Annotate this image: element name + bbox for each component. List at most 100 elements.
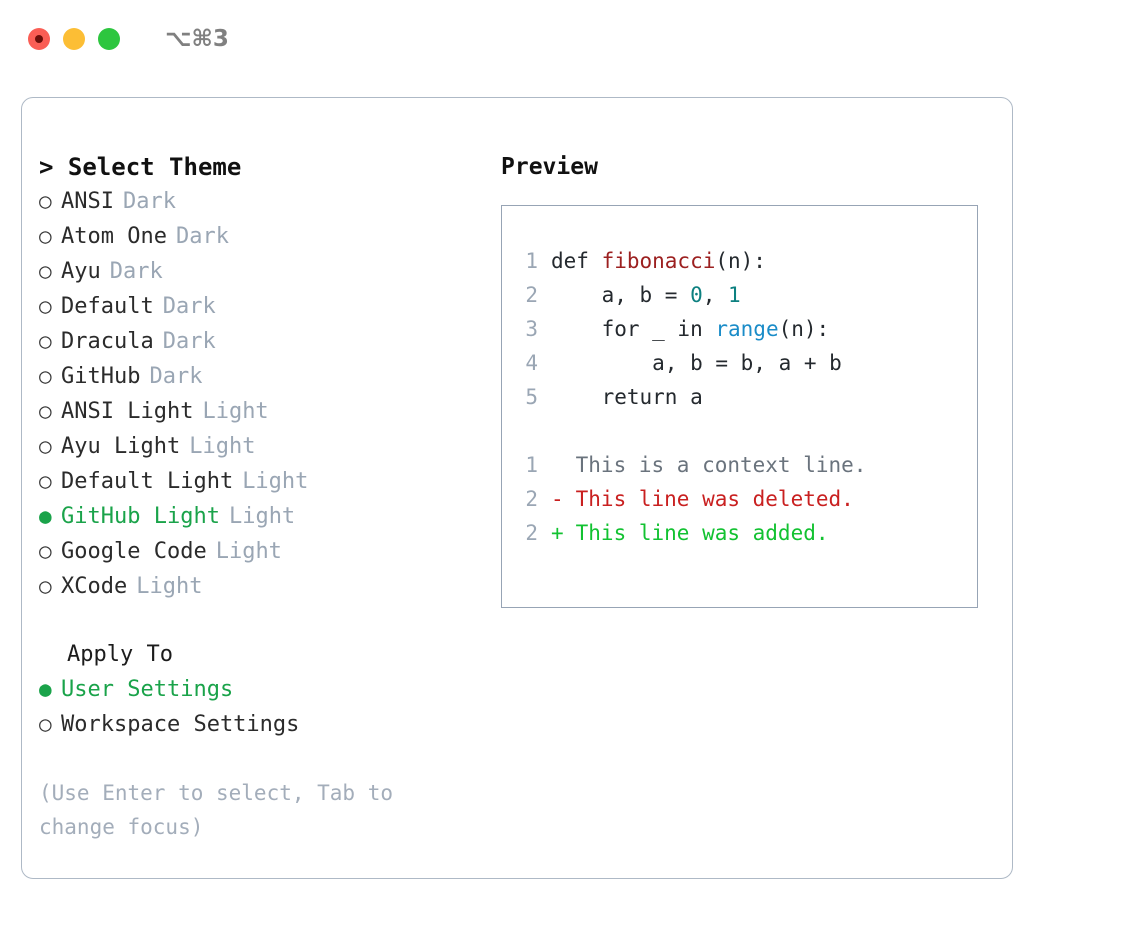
diff-marker	[551, 448, 563, 482]
theme-option-google-code[interactable]: ○ Google Code Light	[39, 534, 479, 569]
radio-empty-icon: ○	[39, 434, 52, 458]
theme-option-label: ANSI	[61, 189, 114, 214]
diff-line-text: This is a context line.	[563, 453, 867, 477]
diff-line-number: 2	[525, 521, 538, 545]
diff-line-text: This line was added.	[563, 521, 829, 545]
code-line-number: 5	[525, 385, 538, 409]
code-line-number: 2	[525, 283, 538, 307]
title-bar: ⌥⌘3	[0, 0, 1140, 78]
radio-empty-icon: ○	[39, 329, 52, 353]
theme-option-label: Ayu Light	[61, 434, 181, 459]
code-token-number: 1	[728, 283, 741, 307]
theme-option-kind: Dark	[122, 189, 176, 214]
diff-marker: +	[551, 521, 564, 545]
maximize-button-icon[interactable]	[98, 28, 120, 50]
apply-to-option-workspace-settings[interactable]: ○ Workspace Settings	[39, 707, 479, 742]
code-line-number: 4	[525, 351, 538, 375]
code-token-number: 0	[690, 283, 703, 307]
code-token-plain: return a	[551, 385, 703, 409]
code-line: 5 return a	[516, 380, 977, 414]
theme-option-atom-one[interactable]: ○ Atom One Dark	[39, 219, 479, 254]
theme-option-label: GitHub Light	[61, 504, 220, 529]
diff-line-context: 1 This is a context line.	[516, 448, 977, 482]
diff-line-added: 2 + This line was added.	[516, 516, 977, 550]
keyboard-shortcut-label: ⌥⌘3	[165, 26, 229, 52]
code-token-plain: a, b = b, a + b	[551, 351, 842, 375]
radio-selected-icon: ●	[39, 677, 52, 701]
code-token-plain: ,	[702, 283, 729, 307]
apply-to-option-list: ● User Settings ○ Workspace Settings	[39, 672, 479, 742]
code-token-plain: for _ in	[551, 317, 716, 341]
theme-option-ayu-light[interactable]: ○ Ayu Light Light	[39, 429, 479, 464]
diff-line-number: 1	[525, 453, 538, 477]
radio-empty-icon: ○	[39, 259, 52, 283]
theme-option-kind: Dark	[109, 259, 163, 284]
code-line: 2 a, b = 0, 1	[516, 278, 977, 312]
code-line: 4 a, b = b, a + b	[516, 346, 977, 380]
theme-option-kind: Light	[228, 504, 296, 529]
theme-option-kind: Dark	[162, 294, 216, 319]
code-token-plain: (n):	[715, 249, 766, 273]
radio-empty-icon: ○	[39, 294, 52, 318]
theme-option-kind: Dark	[162, 329, 216, 354]
apply-to-option-label: Workspace Settings	[61, 712, 300, 737]
diff-line-deleted: 2- This line was deleted.	[516, 482, 977, 516]
theme-option-label: Dracula	[61, 329, 154, 354]
code-line-number: 3	[525, 317, 538, 341]
apply-to-option-user-settings[interactable]: ● User Settings	[39, 672, 479, 707]
radio-empty-icon: ○	[39, 539, 52, 563]
theme-option-label: Ayu	[61, 259, 101, 284]
apply-to-heading: Apply To	[67, 642, 173, 667]
radio-empty-icon: ○	[39, 469, 52, 493]
diff-line-number: 2	[525, 487, 538, 511]
theme-option-github-light[interactable]: ● GitHub Light Light	[39, 499, 479, 534]
theme-option-dracula[interactable]: ○ Dracula Dark	[39, 324, 479, 359]
theme-option-default[interactable]: ○ Default Dark	[39, 289, 479, 324]
theme-option-label: ANSI Light	[61, 399, 194, 424]
theme-option-kind: Dark	[149, 364, 203, 389]
theme-option-kind: Light	[136, 574, 203, 599]
code-token-plain: def	[551, 249, 602, 273]
radio-empty-icon: ○	[39, 399, 52, 423]
code-token-plain: (n):	[778, 317, 830, 341]
theme-option-label: Atom One	[61, 224, 167, 249]
code-token-plain: a, b =	[551, 283, 691, 307]
theme-option-kind: Dark	[175, 224, 229, 249]
apply-to-option-label: User Settings	[61, 677, 234, 702]
theme-option-ayu[interactable]: ○ Ayu Dark	[39, 254, 479, 289]
close-button-icon[interactable]	[28, 28, 50, 50]
radio-empty-icon: ○	[39, 224, 52, 248]
code-token-call: range	[715, 317, 779, 341]
theme-option-github[interactable]: ○ GitHub Dark	[39, 359, 479, 394]
theme-option-kind: Light	[189, 434, 256, 459]
radio-empty-icon: ○	[39, 189, 52, 213]
radio-empty-icon: ○	[39, 712, 52, 736]
select-theme-heading: > Select Theme	[39, 153, 242, 181]
theme-option-ansi[interactable]: ○ ANSI Dark	[39, 184, 479, 219]
diff-marker: -	[551, 487, 564, 511]
keyboard-hint-text: (Use Enter to select, Tab to change focu…	[39, 781, 406, 839]
theme-option-label: Default	[61, 294, 154, 319]
theme-option-kind: Light	[242, 469, 309, 494]
diff-line-text: This line was deleted.	[563, 487, 854, 511]
code-token-function: fibonacci	[601, 249, 716, 273]
theme-option-label: GitHub	[61, 364, 141, 389]
theme-option-label: Google Code	[61, 539, 207, 564]
radio-selected-icon: ●	[39, 504, 52, 528]
minimize-button-icon[interactable]	[63, 28, 85, 50]
traffic-lights	[28, 28, 120, 50]
code-diff-spacer	[516, 414, 977, 448]
radio-empty-icon: ○	[39, 364, 52, 388]
theme-option-kind: Light	[215, 539, 282, 564]
